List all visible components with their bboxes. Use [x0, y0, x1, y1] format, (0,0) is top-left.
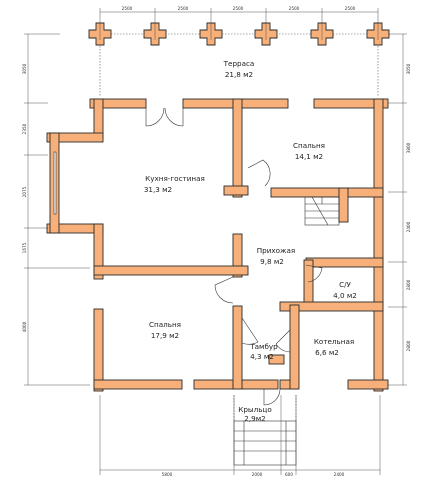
door-swings [145, 107, 323, 406]
room-vestibule-area: 4,3 м2 [250, 352, 274, 361]
dim-left-3: 2075 [22, 186, 27, 197]
terrace-posts [88, 22, 390, 46]
dim-bottom-3: 600 [285, 472, 293, 477]
room-kitchen-name: Кухня-гостиная [145, 174, 205, 183]
dim-left-5: 4000 [22, 321, 27, 332]
dim-right-5: 2800 [406, 340, 411, 351]
dim-left-1: 3050 [22, 63, 27, 74]
dim-top-3: 2500 [233, 6, 244, 11]
room-wc-area: 4,0 м2 [333, 291, 357, 300]
room-porch-name: Крыльцо [238, 405, 271, 414]
room-porch-area: 2,9м2 [244, 414, 265, 423]
dim-right-2: 3800 [406, 142, 411, 153]
room-boiler-name: Котельная [314, 337, 354, 346]
room-bedroom2-area: 17,9 м2 [151, 331, 179, 340]
dim-bottom-2: 2000 [252, 472, 263, 477]
room-bedroom1-name: Спальня [293, 141, 325, 150]
dim-bottom-1: 5800 [162, 472, 173, 477]
dim-top-5: 2500 [345, 6, 356, 11]
dim-right-3: 2400 [406, 221, 411, 232]
room-hall-area: 9,8 м2 [260, 257, 284, 266]
room-bedroom1-area: 14,1 м2 [295, 152, 323, 161]
room-labels: Терраса 21,8 м2 Спальня 14,1 м2 Кухня-го… [144, 59, 357, 423]
dim-top-2: 2500 [178, 6, 189, 11]
dimension-labels: 2500 2500 2500 2500 2500 5800 2000 600 2… [22, 6, 411, 477]
room-boiler-area: 6,6 м2 [315, 348, 339, 357]
room-vestibule-name: Тамбур [249, 342, 278, 351]
dim-top-4: 2500 [289, 6, 300, 11]
room-terrace-name: Терраса [223, 59, 255, 68]
dim-right-4: 2800 [406, 279, 411, 290]
room-kitchen-area: 31,3 м2 [144, 185, 172, 194]
dim-top-1: 2500 [122, 6, 133, 11]
dim-bottom-4: 2400 [334, 472, 345, 477]
dimension-lines [24, 8, 407, 475]
room-hall-name: Прихожая [257, 246, 296, 255]
dim-left-4: 1675 [22, 242, 27, 253]
bay-window [53, 151, 57, 215]
stairs [304, 196, 340, 226]
room-terrace-area: 21,8 м2 [225, 70, 253, 79]
dim-right-1: 3050 [406, 63, 411, 74]
dim-left-2: 2350 [22, 123, 27, 134]
room-wc-name: С/У [339, 280, 351, 289]
room-bedroom2-name: Спальня [149, 320, 181, 329]
